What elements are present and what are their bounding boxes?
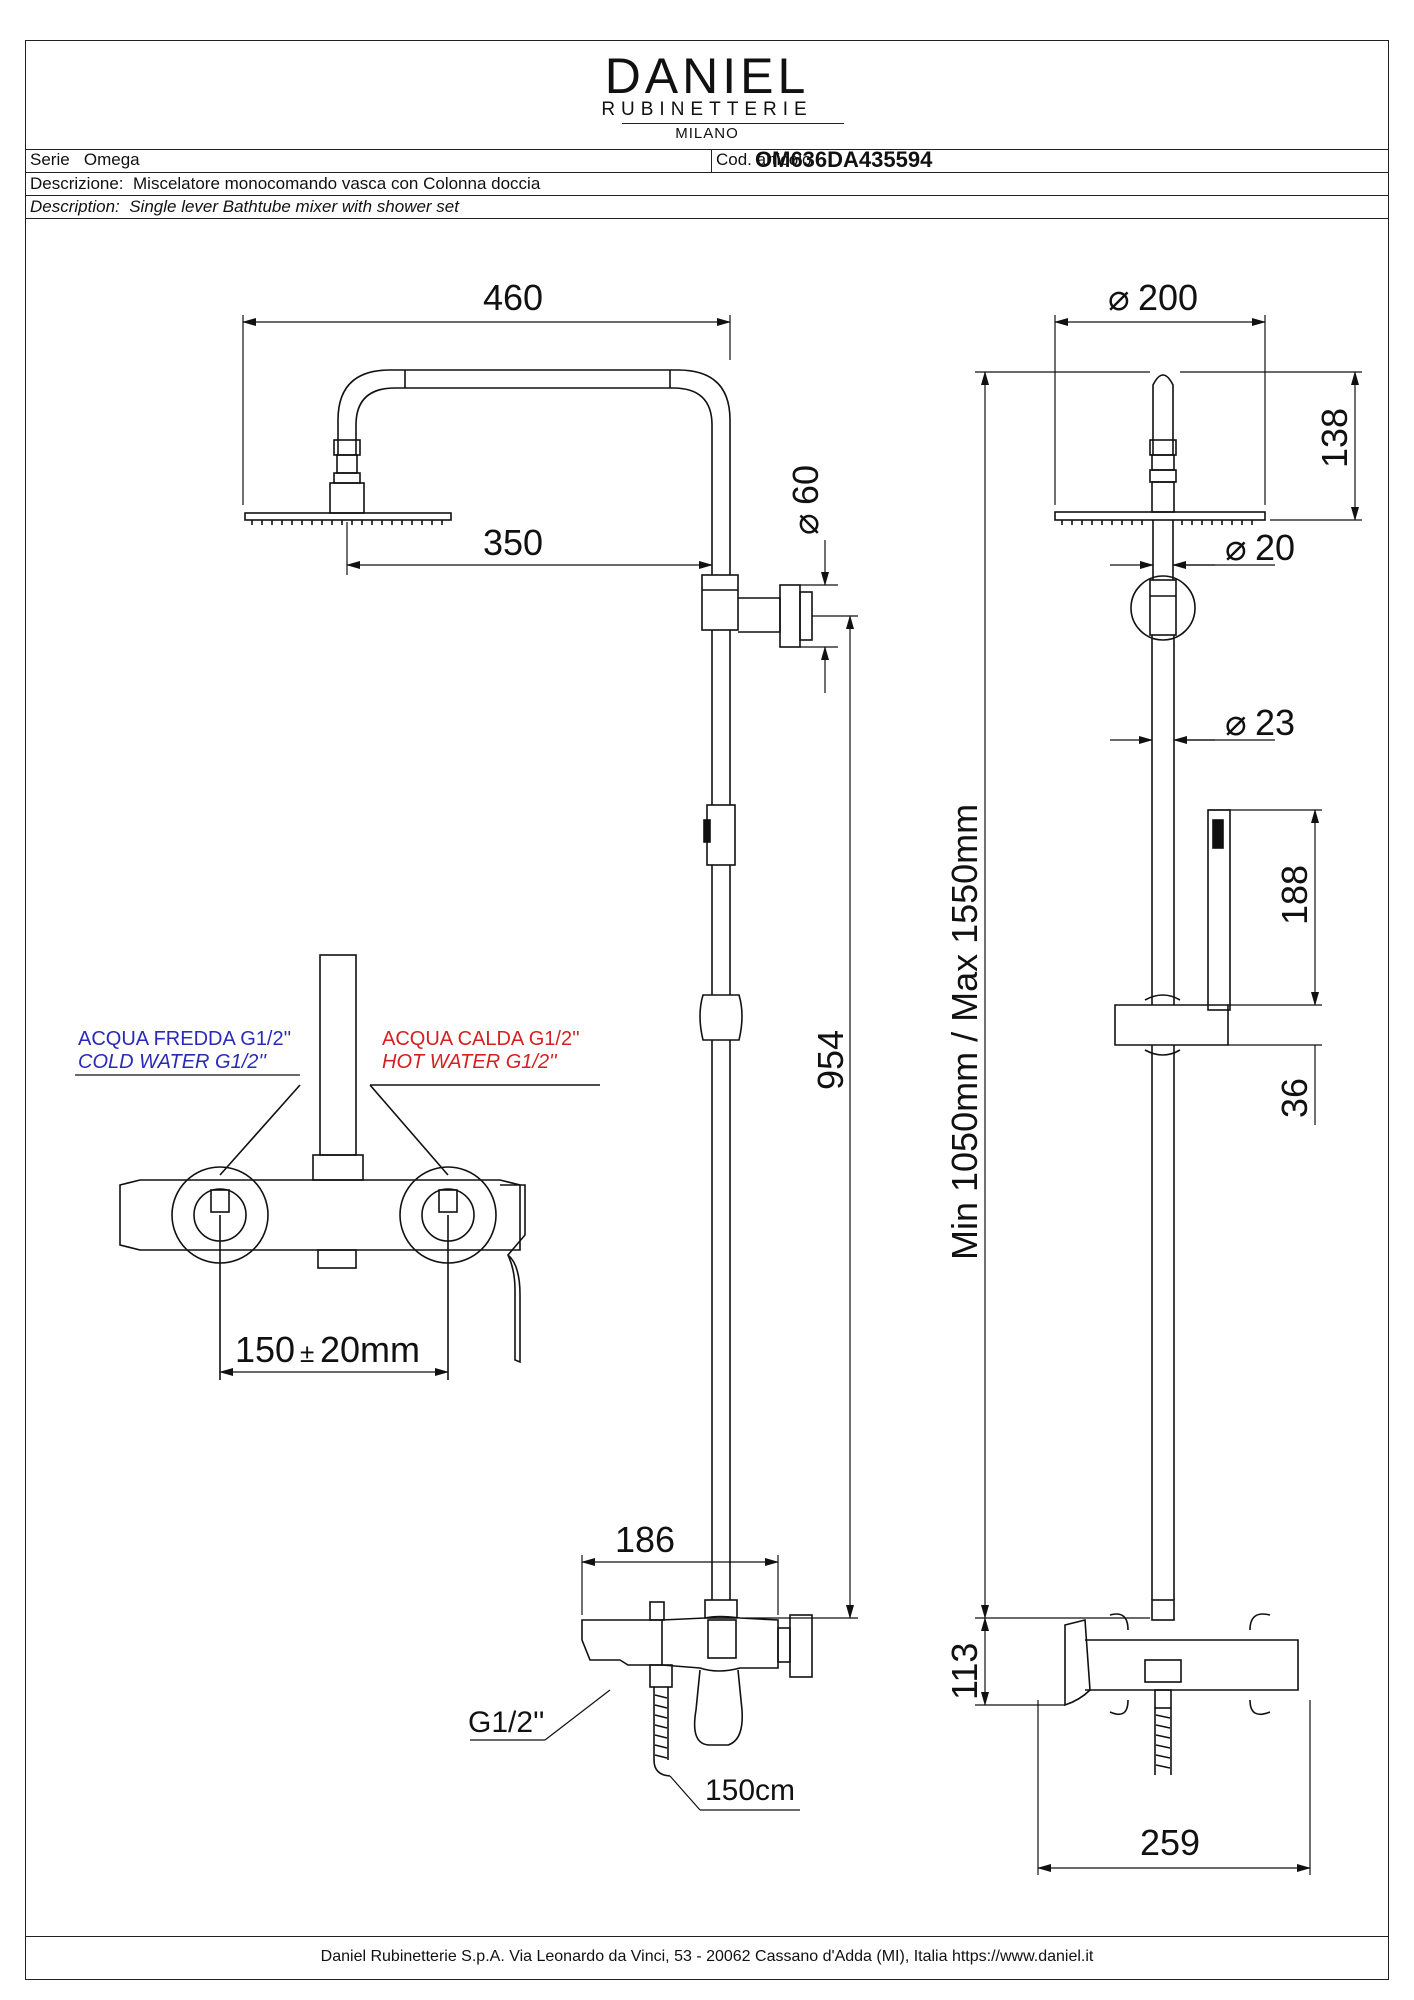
dim-259: 259 xyxy=(1140,1822,1200,1863)
dim-g12: G1/2'' xyxy=(468,1706,545,1739)
diameter-symbol: ⌀ xyxy=(1225,702,1247,743)
dim-188: 188 xyxy=(1274,865,1315,925)
dim-138: 138 xyxy=(1314,408,1355,468)
serie-value: Omega xyxy=(83,150,140,169)
dim-150: 150 xyxy=(235,1329,295,1370)
dim-200-group: ⌀ 200 xyxy=(1108,277,1198,318)
logo-rule xyxy=(622,123,844,124)
brand-city: MILANO xyxy=(675,125,739,142)
footer-address: Daniel Rubinetterie S.p.A. Via Leonardo … xyxy=(26,1936,1388,1979)
dim-20-group: ⌀ 20 xyxy=(1225,527,1295,568)
dim-113: 113 xyxy=(944,1643,985,1700)
shower-column-front xyxy=(244,369,813,1619)
description-row: Description: Single lever Bathtube mixer… xyxy=(26,196,1388,219)
dim-20: 20 xyxy=(1255,527,1295,568)
dim-954: 954 xyxy=(810,1030,851,1090)
dim-23: 23 xyxy=(1255,702,1295,743)
dim-350: 350 xyxy=(483,522,543,563)
diameter-symbol: ⌀ xyxy=(785,513,826,535)
dim-150-20-group: 150 ± 20mm xyxy=(235,1329,420,1370)
cod-label: Cod. articolo xyxy=(711,149,811,173)
descrizione-value: Miscelatore monocomando vasca con Colonn… xyxy=(133,174,541,193)
dim-min-max: Min 1050mm / Max 1550mm xyxy=(944,804,985,1260)
descrizione-row: Descrizione: Miscelatore monocomando vas… xyxy=(26,173,1388,196)
diameter-symbol: ⌀ xyxy=(1225,527,1247,568)
dim-60-group: ⌀ 60 xyxy=(785,465,826,535)
serie-row: Serie Omega xyxy=(26,149,1388,173)
hot-water-it: ACQUA CALDA G1/2'' xyxy=(382,1028,580,1050)
dim-460: 460 xyxy=(483,277,543,318)
dim-36: 36 xyxy=(1274,1078,1315,1118)
serie-label: Serie xyxy=(30,150,70,169)
mixer-detail xyxy=(119,954,600,1380)
brand-logo: DANIEL xyxy=(604,48,810,104)
dim-186: 186 xyxy=(615,1519,675,1560)
description-value: Single lever Bathtube mixer with shower … xyxy=(129,197,459,216)
diameter-symbol: ⌀ xyxy=(1108,277,1130,318)
dim-20mm: 20mm xyxy=(320,1329,420,1370)
dim-tolerance: ± xyxy=(300,1338,314,1368)
dim-150cm: 150cm xyxy=(705,1774,795,1807)
dim-200: 200 xyxy=(1138,277,1198,318)
cold-water-en: COLD WATER G1/2'' xyxy=(78,1051,267,1073)
description-label: Description: xyxy=(30,197,120,216)
drawing-sheet: DANIEL RUBINETTERIE MILANO Serie Omega C… xyxy=(25,40,1389,1980)
dim-23-group: ⌀ 23 xyxy=(1225,702,1295,743)
brand-subtitle: RUBINETTERIE xyxy=(601,99,813,120)
shower-column-side xyxy=(1054,374,1299,1775)
cold-water-it: ACQUA FREDDA G1/2'' xyxy=(78,1028,291,1050)
dimension-lines xyxy=(219,315,1362,1875)
hot-water-en: HOT WATER G1/2'' xyxy=(382,1051,558,1073)
bath-mixer-front xyxy=(581,1601,813,1777)
dim-60: 60 xyxy=(785,465,826,505)
cod-value: OM636DA435594 xyxy=(755,147,933,172)
descrizione-label: Descrizione: xyxy=(30,174,124,193)
title-block: DANIEL RUBINETTERIE MILANO xyxy=(26,41,1388,150)
